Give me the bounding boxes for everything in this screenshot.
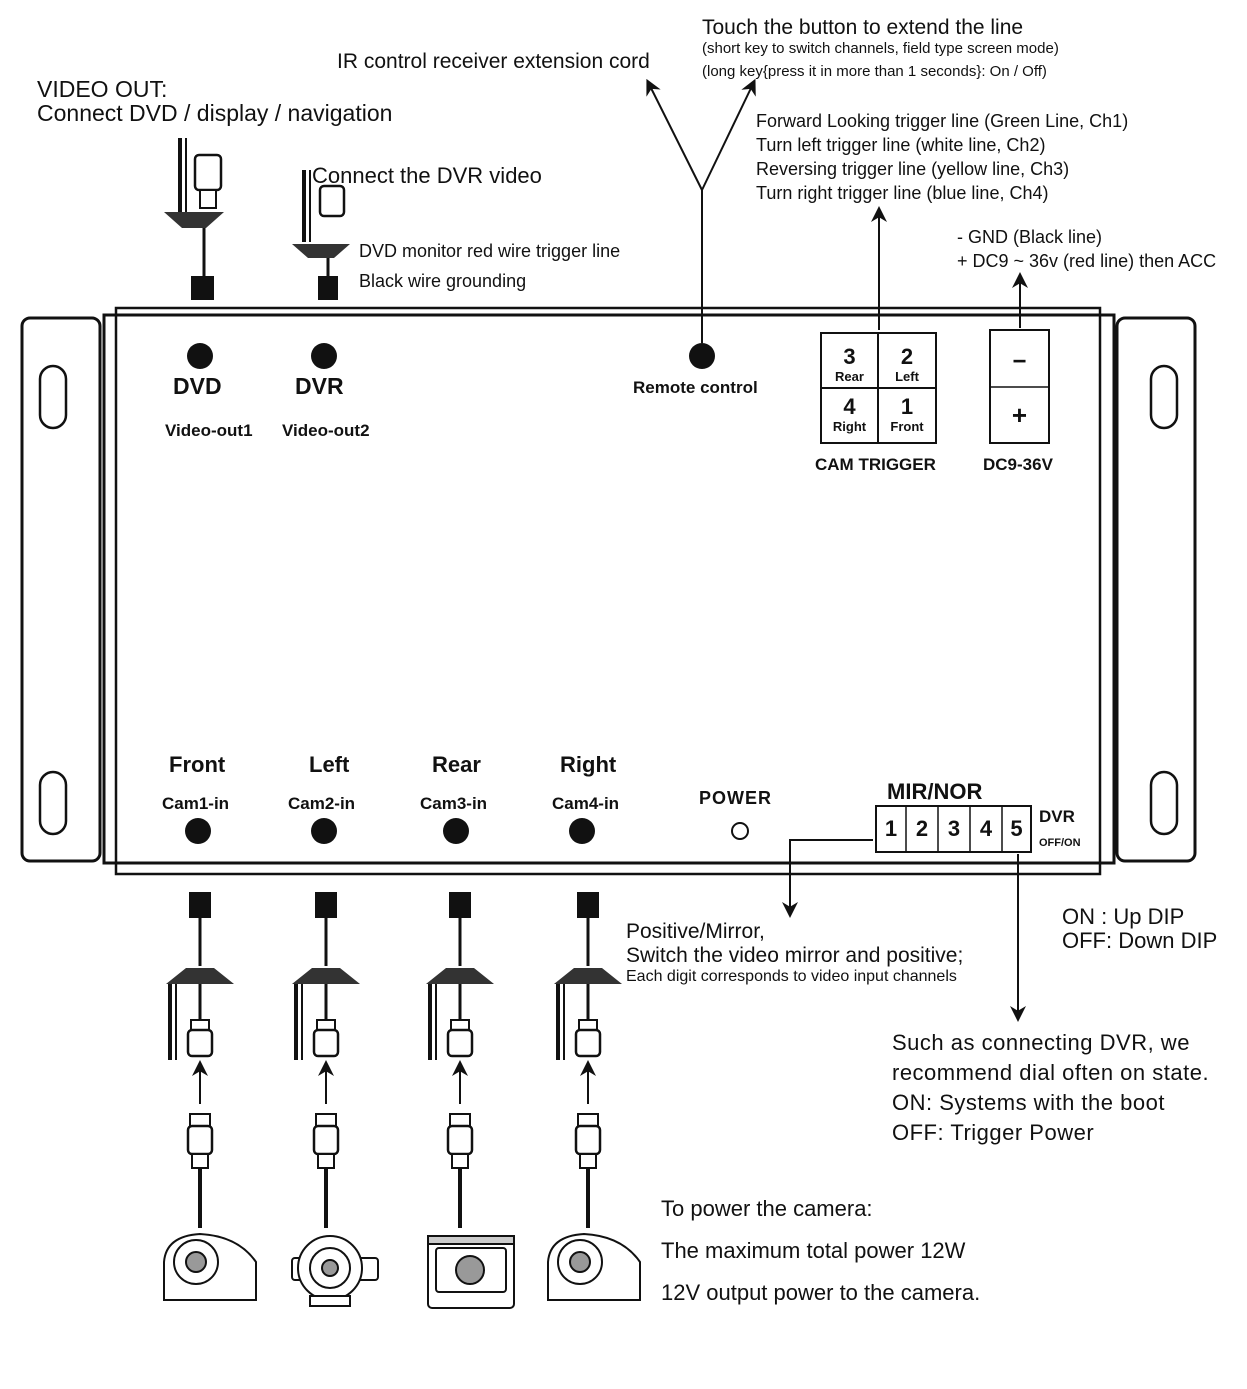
dvr-note-line1: Such as connecting DVR, we [892, 1030, 1190, 1055]
dip-5[interactable]: 5 [1010, 816, 1023, 841]
video-out2-label: Video-out2 [282, 421, 370, 440]
power-label: POWER [699, 788, 773, 808]
rear-camera-cable [426, 892, 494, 1228]
cam4-port: Cam4-in [552, 794, 620, 813]
dip-1[interactable]: 1 [884, 816, 898, 841]
dvd-port-dot [187, 343, 213, 369]
trigger-cell-3-name: Rear [835, 369, 864, 384]
on-dip-note: ON : Up DIP [1062, 904, 1185, 929]
touch-title: Touch the button to extend the line [702, 16, 1024, 39]
dc-caption: DC9-36V [983, 455, 1053, 474]
dvr-video-plug [292, 170, 350, 300]
cam4-name: Right [560, 752, 617, 777]
dip-4[interactable]: 4 [979, 816, 993, 841]
right-mounting-bracket [1115, 316, 1197, 863]
off-dip-note: OFF: Down DIP [1062, 928, 1218, 953]
right-camera-illustration [547, 1232, 641, 1301]
camera-cable-group [166, 892, 622, 1228]
cam1-port: Cam1-in [162, 794, 230, 813]
rear-camera-illustration [427, 1235, 515, 1309]
cam2-name: Left [309, 752, 350, 777]
mir-nor-label: MIR/NOR [887, 779, 983, 804]
black-ground-note: Black wire grounding [359, 271, 527, 291]
dvd-label: DVD [173, 373, 222, 399]
mirror-note: Each digit corresponds to video input ch… [626, 968, 957, 985]
dvr-video-note: Connect the DVR video [312, 163, 542, 188]
cam4-port-dot [569, 818, 595, 844]
front-camera-illustration [163, 1232, 257, 1301]
cam2-port-dot [311, 818, 337, 844]
dvr-note-line3: ON: Systems with the boot [892, 1090, 1165, 1115]
remote-cord [646, 78, 756, 343]
right-camera-cable [554, 892, 622, 1228]
trigger-cell-4-name: Right [832, 419, 867, 434]
cam1-name: Front [169, 752, 226, 777]
cam1-port-dot [185, 818, 211, 844]
trigger-line-ch2: Turn left trigger line (white line, Ch2) [756, 135, 1046, 155]
dvr-note-line4: OFF: Trigger Power [892, 1120, 1095, 1145]
trigger-line-ch3: Reversing trigger line (yellow line, Ch3… [756, 159, 1070, 179]
trigger-cell-3-num: 3 [843, 344, 856, 369]
cam2-port: Cam2-in [288, 794, 356, 813]
power-led [731, 822, 749, 840]
power-note-line3: 12V output power to the camera. [661, 1280, 981, 1305]
touch-long-note: (long key{press it in more than 1 second… [702, 63, 1047, 80]
trigger-cell-1-num: 1 [900, 394, 914, 419]
mirror-title: Positive/Mirror, [626, 920, 765, 943]
dvr-dip-label: DVR [1039, 807, 1075, 826]
dc-plus-symbol: + [1011, 400, 1028, 430]
dvd-trigger-note: DVD monitor red wire trigger line [359, 241, 621, 261]
left-camera-illustration [291, 1235, 379, 1307]
left-camera-cable [292, 892, 360, 1228]
cam3-port-dot [443, 818, 469, 844]
video-out1-label: Video-out1 [165, 421, 253, 440]
mirror-desc: Switch the video mirror and positive; [626, 944, 964, 967]
cam-trigger-block [820, 332, 937, 444]
left-mounting-bracket [20, 316, 102, 863]
dvr-note-line2: recommend dial often on state. [892, 1060, 1210, 1085]
gnd-note: - GND (Black line) [957, 227, 1103, 247]
trigger-line-ch1: Forward Looking trigger line (Green Line… [756, 111, 1129, 131]
power-note-line2: The maximum total power 12W [661, 1238, 966, 1263]
trigger-line-ch4: Turn right trigger line (blue line, Ch4) [756, 183, 1049, 203]
video-out-title: VIDEO OUT: [37, 76, 168, 102]
video-out-desc: Connect DVD / display / navigation [37, 100, 393, 126]
dvr-port-dot [311, 343, 337, 369]
remote-port-dot [689, 343, 715, 369]
trigger-cell-2-name: Left [895, 369, 919, 384]
trigger-cell-1-name: Front [890, 419, 924, 434]
trigger-cell-2-num: 2 [900, 344, 914, 369]
dvr-dip-state: OFF/ON [1039, 837, 1081, 849]
dvd-video-plug [164, 138, 224, 300]
cam3-port: Cam3-in [420, 794, 488, 813]
dc-note: + DC9 ~ 36v (red line) then ACC [957, 251, 1217, 271]
front-camera-cable [166, 892, 234, 1228]
ir-cord-note: IR control receiver extension cord [337, 50, 650, 73]
dip-switch-block [875, 805, 1032, 853]
touch-short-note: (short key to switch channels, field typ… [702, 40, 1059, 57]
remote-label: Remote control [633, 378, 758, 397]
dvr-label: DVR [295, 373, 344, 399]
dip-2[interactable]: 2 [915, 816, 929, 841]
cam3-name: Rear [432, 752, 481, 777]
power-note-line1: To power the camera: [661, 1196, 873, 1221]
device-body [102, 306, 1116, 876]
cam-trigger-caption: CAM TRIGGER [815, 455, 936, 474]
trigger-cell-4-num: 4 [843, 394, 856, 419]
dip-3[interactable]: 3 [947, 816, 961, 841]
dc-minus-symbol: − [1012, 348, 1027, 375]
mirror-arrow [782, 839, 873, 918]
dc-terminal-block [989, 329, 1050, 444]
